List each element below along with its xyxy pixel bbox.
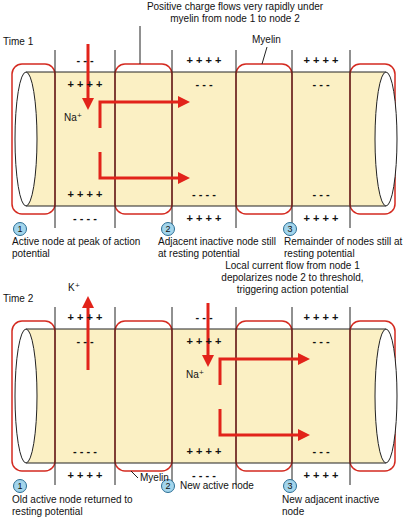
leader-line [140, 26, 141, 64]
annotation: Positive charge flows very rapidly under… [140, 1, 330, 25]
axon-time-1 [12, 50, 397, 228]
callout-number: 1 [13, 479, 27, 493]
part-label: Myelin [252, 34, 302, 46]
charge-sign: + + + + [174, 211, 234, 225]
current-flow-arrow [220, 409, 304, 435]
current-flow-arrow [100, 102, 184, 128]
charge-sign: + + + + [291, 468, 351, 482]
leader-line [262, 47, 267, 64]
caption: Active node at peak of action potential [12, 236, 147, 260]
charge-sign: - - - - [55, 211, 115, 225]
charge-sign: - - - - [55, 444, 115, 458]
caption: Old active node returned to resting pote… [12, 494, 152, 518]
caption: New adjacent inactive node [282, 494, 382, 518]
charge-sign: + + + + [174, 444, 234, 458]
caption: Adjacent inactive node still at resting … [158, 236, 283, 260]
annotation: Local current flow from node 1 depolariz… [200, 260, 385, 296]
callout-text: 1 [17, 225, 22, 234]
charge-sign: - - - - [174, 187, 234, 201]
caption: New active node [180, 480, 280, 492]
charge-sign: + + + + [174, 334, 234, 348]
panel-label: Time 1 [3, 36, 53, 48]
current-flow-arrow [220, 359, 304, 385]
panel-label: Time 2 [3, 293, 53, 305]
charge-sign: + + + + [291, 310, 351, 324]
charge-sign: + + + + [55, 310, 115, 324]
charge-sign: + + + + [55, 468, 115, 482]
leader-line [131, 471, 138, 478]
charge-sign: - - - [174, 77, 234, 91]
charge-sign: - - - [291, 444, 351, 458]
ion-label: Na⁺ [64, 112, 104, 124]
charge-sign: + + + + [174, 53, 234, 67]
charge-sign: - - - - [174, 468, 234, 482]
charge-sign: - - - [291, 187, 351, 201]
charge-sign: - - - [291, 334, 351, 348]
callout-number: 3 [283, 479, 297, 493]
callout-text: 3 [287, 225, 292, 234]
caption: Remainder of nodes still at resting pote… [284, 236, 406, 260]
charge-sign: - - - [291, 77, 351, 91]
axon-time-2 [12, 307, 397, 485]
charge-sign: + + + + [55, 77, 115, 91]
ion-label: Na⁺ [186, 369, 226, 381]
charge-sign: - - - [55, 53, 115, 67]
charge-sign: - - - [55, 334, 115, 348]
callout-number: 2 [161, 222, 175, 236]
callout-text: 2 [165, 225, 170, 234]
callout-text: 3 [287, 482, 292, 491]
charge-sign: + + + + [291, 211, 351, 225]
callout-number: 1 [13, 222, 27, 236]
current-flow-arrow [100, 152, 184, 178]
ion-label: K⁺ [68, 282, 90, 294]
ion-flow-arrow [87, 44, 90, 104]
callout-text: 1 [17, 482, 22, 491]
charge-sign: + + + + [55, 187, 115, 201]
charge-sign: + + + + [291, 53, 351, 67]
charge-sign: - - - [174, 310, 234, 324]
callout-number: 3 [283, 222, 297, 236]
